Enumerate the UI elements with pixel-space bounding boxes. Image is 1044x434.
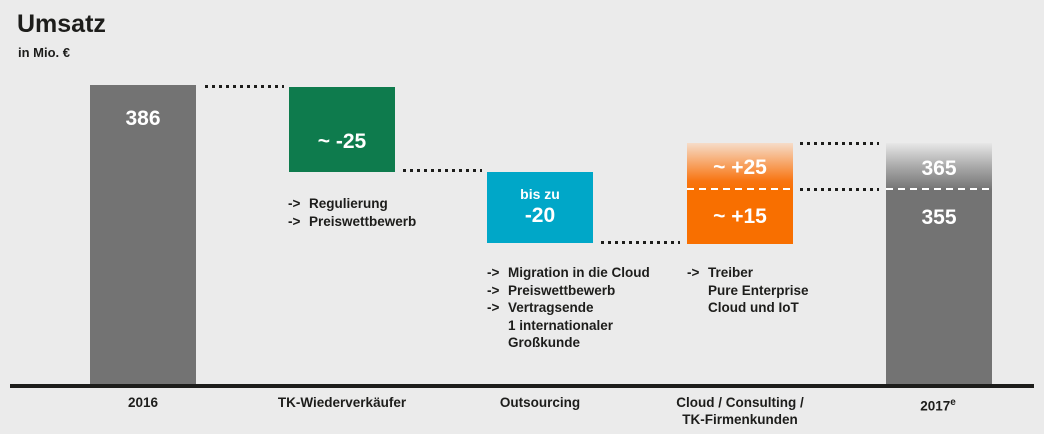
axis-label-2016: 2016	[127, 395, 159, 410]
arrow-marker	[487, 317, 508, 335]
arrow-marker	[687, 299, 708, 317]
annotation-line: -> Regulierung	[288, 195, 416, 213]
annotation-line: -> Preiswettbewerb	[288, 213, 416, 231]
arrow-marker: ->	[288, 213, 301, 229]
axis-label-cloud-consulting: Cloud / Consulting / TK-Firmenkunden	[630, 394, 850, 428]
connector-dotted-355-level	[800, 188, 879, 191]
annotation-line: -> Vertragsende	[487, 299, 650, 317]
annotation-text: Migration in die Cloud	[508, 265, 650, 280]
range-divider-dashed-line-2017	[886, 188, 992, 190]
bar-cloud-consulting-value-low: ~ +15	[713, 205, 767, 228]
annotation-line: Pure Enterprise	[687, 282, 809, 300]
range-divider-dashed-line-orange	[687, 188, 793, 190]
annotation-line: Großkunde	[487, 334, 650, 352]
bar-tk-wiederverkaeufer-value: ~ -25	[317, 130, 367, 153]
connector-dotted-386-level	[205, 85, 284, 88]
annotation-text: Regulierung	[309, 196, 388, 211]
annotation-text: Preiswettbewerb	[309, 213, 417, 229]
axis-label-2017e-superscript: e	[950, 397, 956, 408]
annotation-text: 1 internationaler	[508, 317, 614, 333]
chart-unit-label: in Mio. €	[18, 45, 70, 60]
arrow-marker	[687, 282, 708, 300]
annotation-outsourcing: -> Migration in die Cloud -> Preiswettbe…	[487, 264, 650, 352]
bar-tk-wiederverkaeufer: ~ -25	[289, 87, 395, 172]
axis-label-2017e: 2017e	[828, 394, 1044, 415]
bar-cloud-consulting: ~ +25 ~ +15	[687, 143, 793, 244]
bar-2017e-value-low: 355	[921, 206, 957, 229]
chart-title: Umsatz	[17, 10, 106, 38]
connector-dotted-341-level	[601, 241, 680, 244]
axis-label-outsourcing: Outsourcing	[499, 395, 581, 410]
arrow-marker: ->	[487, 300, 500, 315]
arrow-marker: ->	[487, 265, 500, 280]
bar-2016: 386	[90, 85, 196, 384]
annotation-text: Cloud und IoT	[708, 300, 799, 315]
annotation-line: -> Preiswettbewerb	[487, 282, 650, 300]
annotation-text: Preiswettbewerb	[508, 282, 616, 298]
bar-2017e: 365 355	[886, 143, 992, 384]
x-axis-baseline	[10, 384, 1034, 388]
connector-dotted-361-level	[403, 169, 482, 172]
bar-outsourcing-value-prefix: bis zu	[520, 186, 560, 202]
bar-outsourcing-value: bis zu -20	[487, 185, 593, 229]
bar-2016-value: 386	[125, 107, 161, 130]
arrow-marker: ->	[288, 196, 301, 211]
annotation-line: 1 internationaler	[487, 317, 650, 335]
arrow-marker: ->	[487, 282, 500, 298]
bar-2017e-value-high: 365	[921, 157, 957, 180]
annotation-text: Treiber	[708, 265, 754, 280]
bar-outsourcing-value-number: -20	[524, 204, 556, 227]
axis-label-2017e-year: 2017	[920, 398, 951, 414]
bar-cloud-consulting-value-high: ~ +25	[713, 156, 767, 179]
annotation-text: Großkunde	[508, 335, 581, 350]
annotation-line: -> Migration in die Cloud	[487, 264, 650, 282]
annotation-line: Cloud und IoT	[687, 299, 809, 317]
arrow-marker: ->	[687, 265, 700, 280]
annotation-text: Vertragsende	[508, 300, 594, 315]
annotation-tk-wiederverkaeufer: -> Regulierung -> Preiswettbewerb	[288, 195, 416, 230]
arrow-marker	[487, 334, 508, 352]
annotation-line: -> Treiber	[687, 264, 809, 282]
axis-label-tk-wiederverkaeufer: TK-Wiederverkäufer	[277, 395, 407, 410]
annotation-text: Pure Enterprise	[708, 282, 809, 298]
axis-label-cloud-consulting-line2: TK-Firmenkunden	[682, 412, 798, 427]
bar-outsourcing: bis zu -20	[487, 172, 593, 243]
axis-label-cloud-consulting-line1: Cloud / Consulting /	[676, 395, 804, 410]
annotation-cloud-consulting: -> Treiber Pure Enterprise Cloud und IoT	[687, 264, 809, 317]
connector-dotted-365-level	[800, 142, 879, 145]
